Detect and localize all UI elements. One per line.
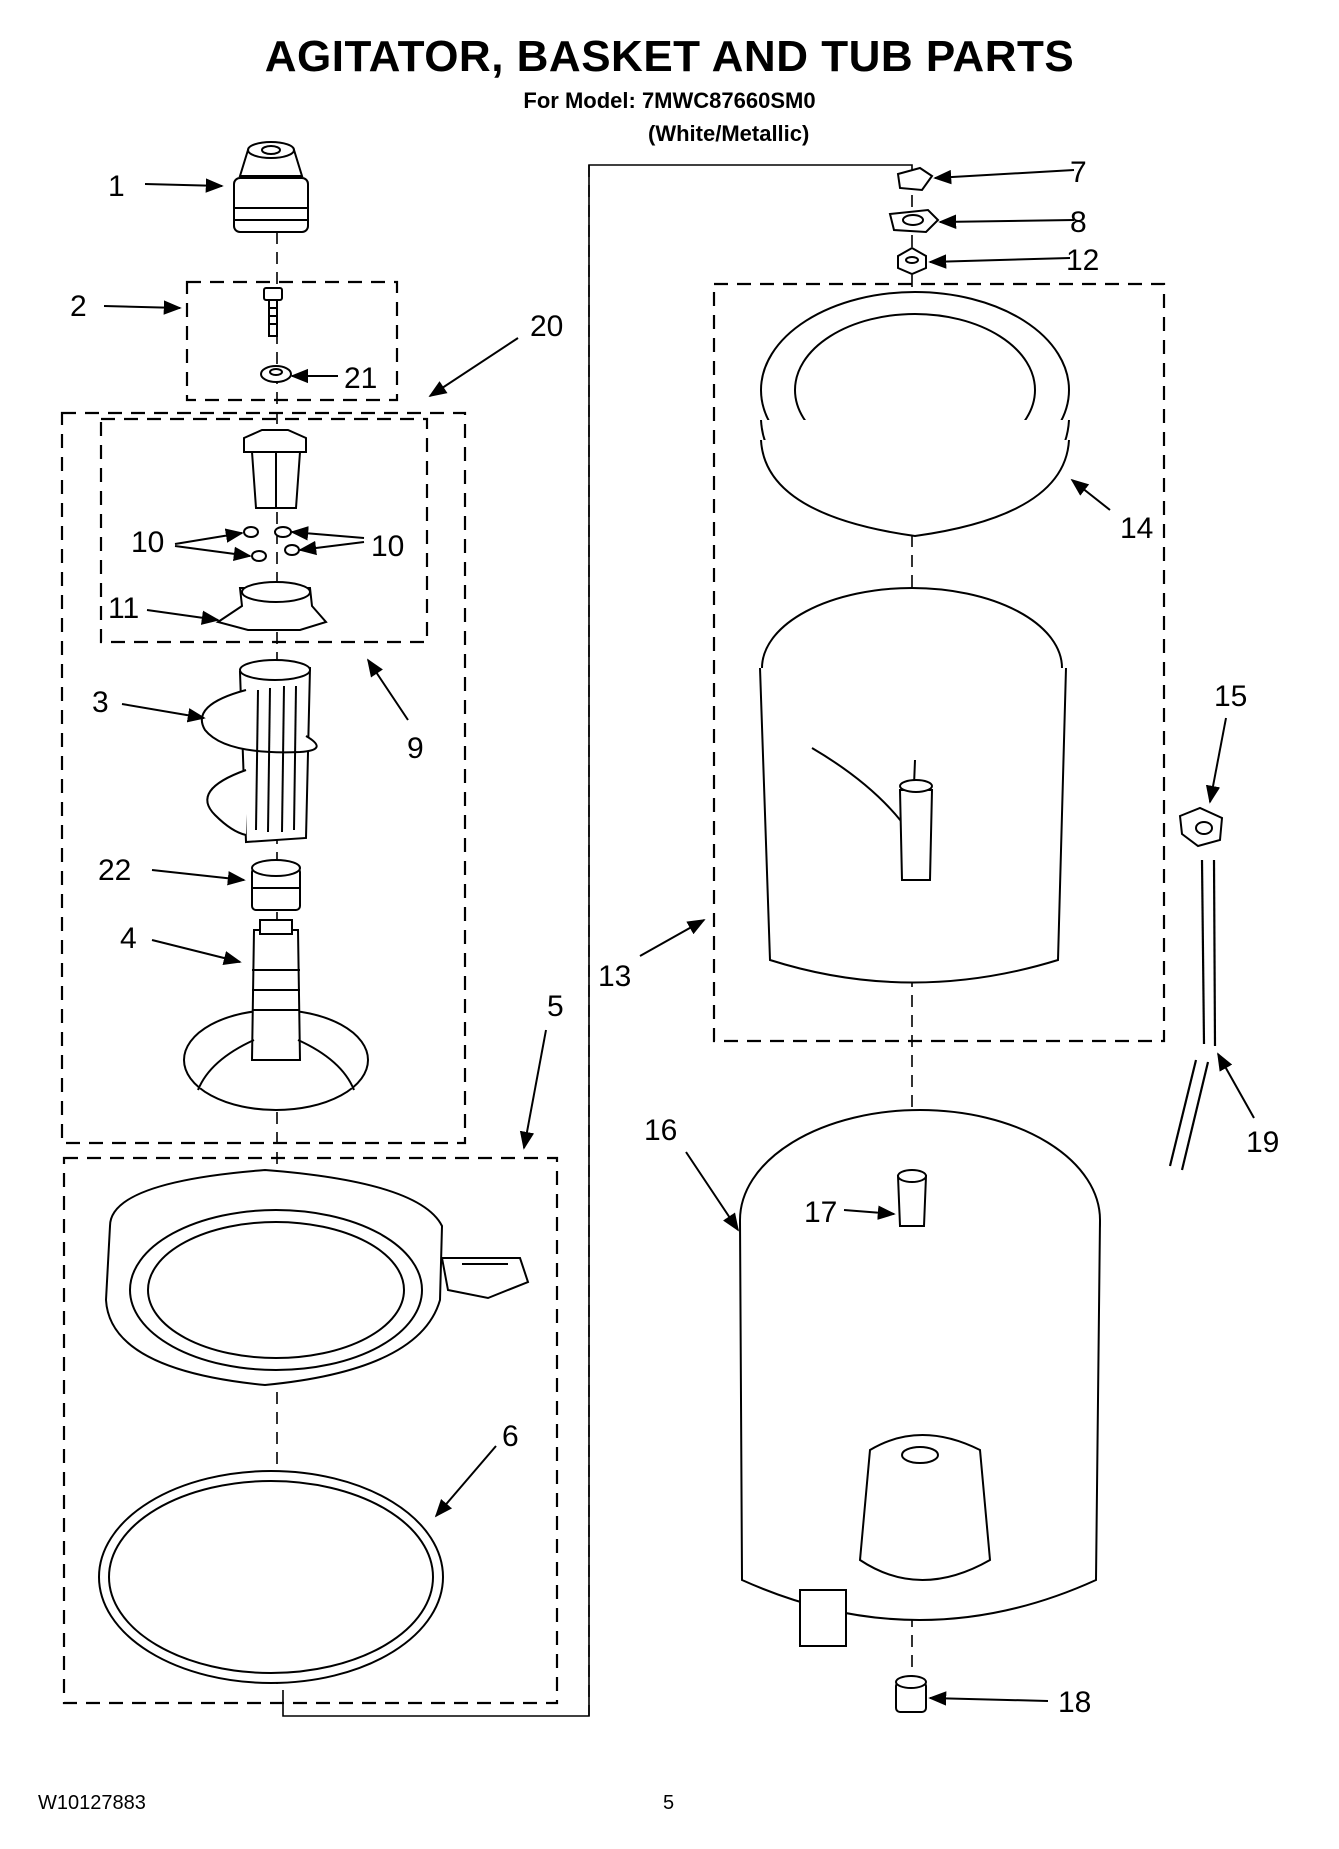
leader-14 [1070,478,1111,511]
connector-line [282,164,913,1717]
leader-10b1 [290,526,365,541]
callout-15: 15 [1214,680,1247,713]
leader-10b2 [298,540,365,556]
snubber-ring [98,1470,444,1684]
page-title: AGITATOR, BASKET AND TUB PARTS [264,32,1075,81]
leader-22 [151,869,246,886]
agitator-barrel [200,659,318,844]
leader-2 [103,300,182,315]
leader-15 [1205,717,1227,804]
callout-18: 18 [1058,1686,1091,1719]
leader-13 [639,919,706,957]
callout-17: 17 [804,1196,837,1229]
spanner-8 [888,208,940,234]
callout-22: 22 [98,854,131,887]
agitator-cap [233,141,309,233]
callout-14: 14 [1120,512,1153,545]
leader-5 [519,1029,547,1150]
callout-3: 3 [92,686,109,719]
leader-10a1 [174,528,244,545]
callout-12: 12 [1066,244,1099,277]
page-number: 5 [663,1792,675,1814]
callout-10-right: 10 [371,530,404,563]
nut-12 [897,246,927,276]
agitator-bolt [263,287,283,337]
callout-11: 11 [108,592,139,625]
callout-19: 19 [1246,1126,1279,1159]
leader-7 [933,169,1075,185]
leader-9 [367,658,409,721]
seal-17 [896,1169,928,1227]
model-line: For Model: 7MWC87660SM0 [523,88,816,113]
washer-21 [260,365,292,383]
tub-ring [104,1168,530,1387]
leader-20 [428,337,519,397]
callout-1: 1 [108,170,125,203]
leader-11 [146,609,220,625]
leader-6 [434,1445,497,1518]
leader-1 [144,178,224,193]
callout-21: 21 [344,362,377,395]
basket-13 [759,587,1067,984]
callout-20: 20 [530,310,563,343]
bearing-22 [251,859,301,911]
document-number: W10127883 [38,1792,146,1814]
callout-8: 8 [1070,206,1087,239]
callout-10-left: 10 [131,526,164,559]
leader-4 [151,939,242,966]
dogs-10 [243,526,300,562]
callout-6: 6 [502,1420,519,1453]
group-box-9 [99,417,429,644]
leader-19 [1217,1052,1255,1119]
clip-15 [1178,806,1224,848]
color-line: (White/Metallic) [648,121,810,146]
hub-nut-7 [896,166,934,192]
cam-11 [215,581,328,631]
callout-2: 2 [70,290,87,323]
drain-plug-18 [895,1675,927,1713]
hose-19 [1168,859,1217,1171]
callout-16: 16 [644,1114,677,1147]
callout-9: 9 [407,732,424,765]
group-box-2 [185,280,399,402]
leader-8 [938,214,1075,229]
leader-10a2 [174,545,252,561]
leader-17 [843,1205,896,1220]
leader-3 [121,703,206,723]
balance-ring-14 [760,291,1070,538]
group-box-13 [712,282,1166,1043]
callout-13: 13 [598,960,631,993]
agitator-base [183,919,369,1111]
group-box-20 [60,411,467,1145]
adapter [243,429,307,509]
callout-7: 7 [1070,156,1087,189]
group-box-5 [62,1156,559,1705]
callout-5: 5 [547,990,564,1023]
leader-18 [928,1691,1049,1706]
leader-16 [685,1151,739,1232]
leader-12 [928,254,1071,269]
callout-4: 4 [120,922,137,955]
